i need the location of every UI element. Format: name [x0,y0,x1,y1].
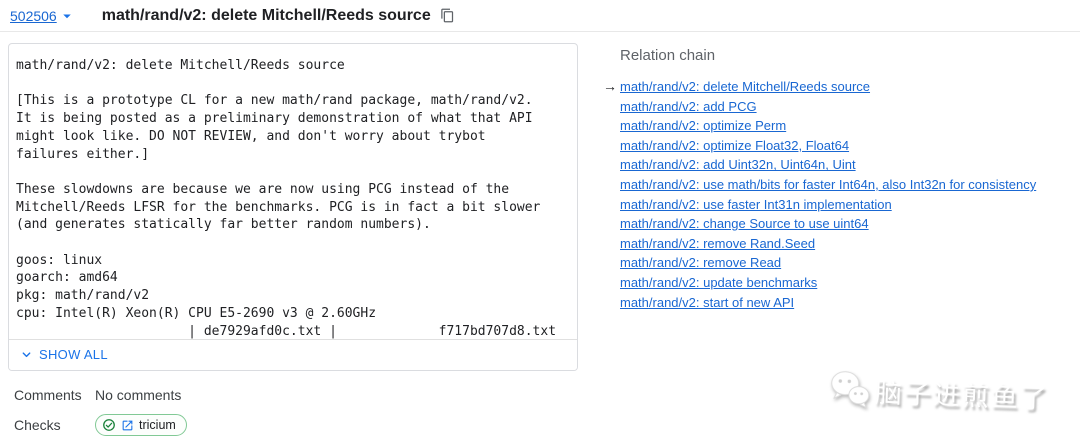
relation-chain-list: →math/rand/v2: delete Mitchell/Reeds sou… [603,77,1080,313]
relation-chain-item: math/rand/v2: add Uint32n, Uint64n, Uint [620,155,1080,175]
checks-label: Checks [14,417,61,433]
relation-chain-link[interactable]: math/rand/v2: use faster Int31n implemen… [620,196,892,212]
relation-chain-item: math/rand/v2: optimize Float32, Float64 [620,136,1080,156]
change-meta: Comments No comments Checks [8,387,580,436]
change-number-link[interactable]: 502506 [10,7,57,24]
show-all-label: SHOW ALL [39,347,108,362]
relation-chain-link[interactable]: math/rand/v2: add Uint32n, Uint64n, Uint [620,157,856,173]
copy-title-icon[interactable] [440,8,455,23]
relation-chain-link[interactable]: math/rand/v2: change Source to use uint6… [620,216,869,232]
commit-message-text: math/rand/v2: delete Mitchell/Reeds sour… [16,58,557,339]
relation-chain-item: math/rand/v2: add PCG [620,97,1080,117]
relation-chain-item: math/rand/v2: update benchmarks [620,273,1080,293]
external-link-icon [121,419,134,432]
relation-chain-heading: Relation chain [620,47,716,64]
relation-chain-item: math/rand/v2: optimize Perm [620,116,1080,136]
relation-chain-link[interactable]: math/rand/v2: start of new API [620,294,795,310]
change-content: math/rand/v2: delete Mitchell/Reeds sour… [0,32,1080,444]
relation-chain-panel: Relation chain →math/rand/v2: delete Mit… [603,43,1080,313]
relation-chain-item: math/rand/v2: start of new API [620,293,1080,313]
relation-chain-item: →math/rand/v2: delete Mitchell/Reeds sou… [603,77,1080,97]
chevron-down-icon [21,349,32,360]
comments-row: Comments No comments [14,387,580,403]
relation-chain-link[interactable]: math/rand/v2: optimize Perm [620,118,787,134]
tricium-check-chip[interactable]: tricium [95,414,187,436]
comments-label: Comments [14,387,82,403]
relation-chain-link[interactable]: math/rand/v2: delete Mitchell/Reeds sour… [620,79,871,94]
relation-chain-link[interactable]: math/rand/v2: remove Rand.Seed [620,235,816,251]
change-header: 502506 math/rand/v2: delete Mitchell/Ree… [0,0,1080,32]
current-change-arrow-icon: → [603,78,617,94]
relation-chain-item: math/rand/v2: use faster Int31n implemen… [620,195,1080,215]
commit-message-card: math/rand/v2: delete Mitchell/Reeds sour… [8,43,578,371]
relation-chain-link[interactable]: math/rand/v2: optimize Float32, Float64 [620,137,850,153]
show-all-button[interactable]: SHOW ALL [9,339,577,370]
check-circle-icon [102,418,116,432]
checks-chip-label: tricium [139,418,176,432]
relation-chain-item: math/rand/v2: change Source to use uint6… [620,214,1080,234]
relation-chain-link[interactable]: math/rand/v2: use math/bits for faster I… [620,176,1037,192]
checks-row: Checks tricium [14,414,580,436]
relation-chain-link[interactable]: math/rand/v2: add PCG [620,98,757,114]
relation-chain-link[interactable]: math/rand/v2: update benchmarks [620,274,818,290]
relation-chain-item: math/rand/v2: remove Rand.Seed [620,234,1080,254]
comments-value: No comments [95,387,182,403]
change-title: math/rand/v2: delete Mitchell/Reeds sour… [101,6,431,24]
relation-chain-item: math/rand/v2: remove Read [620,253,1080,273]
relation-chain-link[interactable]: math/rand/v2: remove Read [620,255,782,271]
commit-column: math/rand/v2: delete Mitchell/Reeds sour… [8,43,580,444]
relation-chain-item: math/rand/v2: use math/bits for faster I… [620,175,1080,195]
change-dropdown-icon[interactable] [58,7,76,25]
